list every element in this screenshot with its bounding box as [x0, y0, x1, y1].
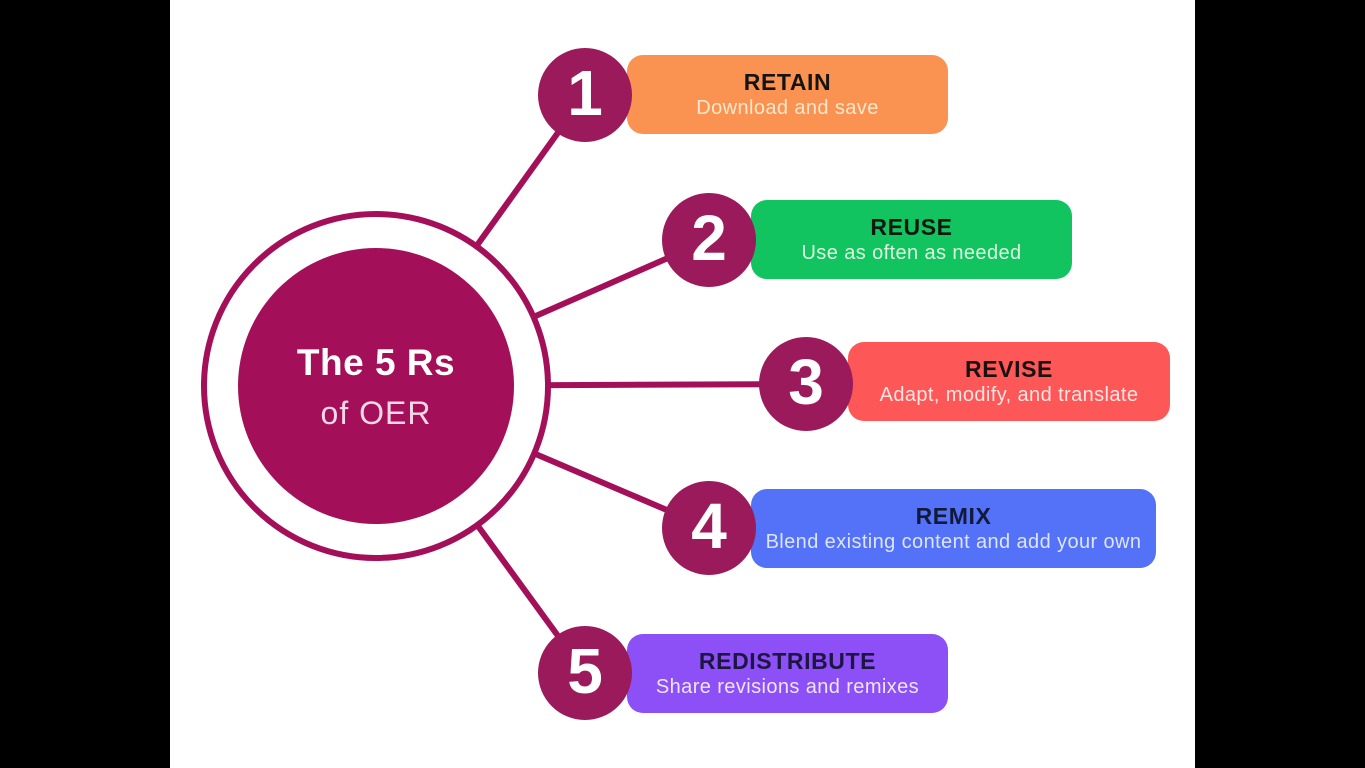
- item-reuse-number: 2: [691, 202, 727, 274]
- item-redistribute-subtitle: Share revisions and remixes: [655, 675, 920, 698]
- letterbox-left: [0, 0, 170, 768]
- item-revise-bar: REVISE Adapt, modify, and translate: [848, 342, 1170, 421]
- item-retain-bar: RETAIN Download and save: [627, 55, 948, 134]
- item-remix-title: REMIX: [915, 503, 992, 530]
- item-revise-number: 3: [788, 346, 824, 418]
- hub-title: The 5 Rs: [296, 341, 456, 383]
- item-reuse-title: REUSE: [870, 214, 953, 241]
- item-redistribute-number: 5: [567, 635, 603, 707]
- hub-label: The 5 Rs of OER: [235, 245, 517, 527]
- item-retain-node: 1: [538, 48, 632, 142]
- item-redistribute-node: 5: [538, 626, 632, 720]
- item-retain-subtitle: Download and save: [696, 96, 879, 119]
- item-reuse-node: 2: [662, 193, 756, 287]
- item-remix-node: 4: [662, 481, 756, 575]
- item-revise-node: 3: [759, 337, 853, 431]
- hub-subtitle: of OER: [320, 394, 432, 431]
- item-remix-number: 4: [691, 490, 727, 562]
- item-remix-subtitle: Blend existing content and add your own: [765, 530, 1142, 553]
- item-revise-subtitle: Adapt, modify, and translate: [879, 383, 1139, 406]
- item-redistribute-title: REDISTRIBUTE: [698, 648, 877, 675]
- letterbox-right: [1195, 0, 1365, 768]
- item-retain-title: RETAIN: [743, 69, 832, 96]
- item-reuse-bar: REUSE Use as often as needed: [751, 200, 1072, 279]
- item-redistribute-bar: REDISTRIBUTE Share revisions and remixes: [627, 634, 948, 713]
- item-remix-bar: REMIX Blend existing content and add you…: [751, 489, 1156, 568]
- item-revise-title: REVISE: [965, 356, 1053, 383]
- item-reuse-subtitle: Use as often as needed: [801, 241, 1022, 264]
- item-retain-number: 1: [567, 57, 603, 129]
